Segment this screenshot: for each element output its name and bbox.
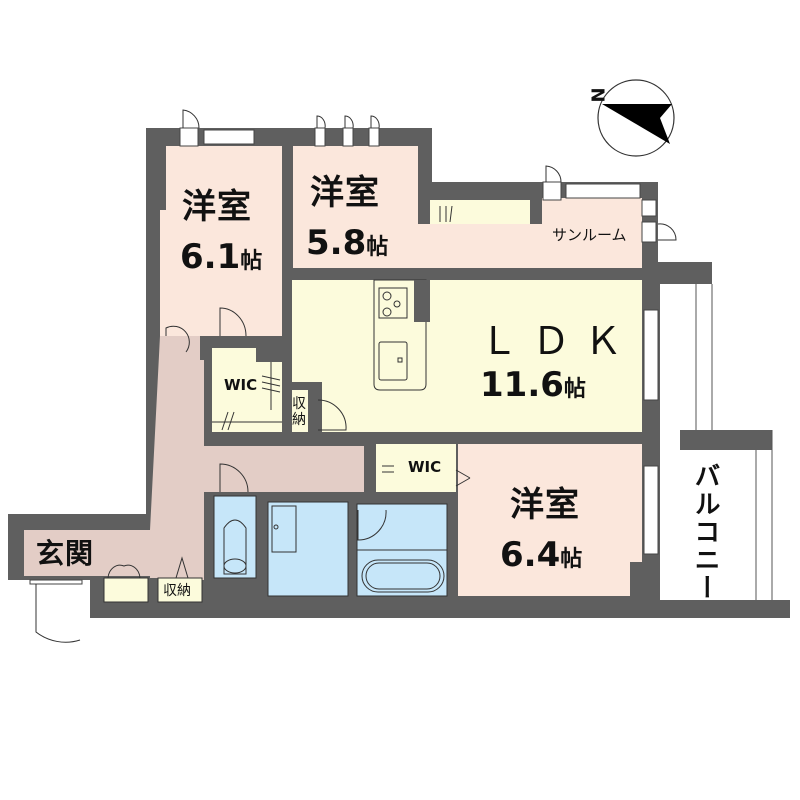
western-room-3-name: 洋室 [510,485,580,525]
storage-ldk-floor [292,390,308,432]
western-room-1-size: 6.1帖 [180,237,263,277]
storage-ldk-label: 収納 [292,396,306,428]
ldk-size: 11.6帖 [480,365,586,405]
western-room-3-size: 6.4帖 [500,535,583,575]
balcony-floor [660,284,712,430]
wic-1-label: WIC [224,376,258,394]
western-room-2-floor [293,146,418,198]
western-room-2-name: 洋室 [310,173,380,213]
door-swings [35,109,677,643]
kitchen-island [373,279,430,391]
compass-north-label: N [588,87,610,103]
storage-entrance-floor [157,577,203,603]
western-room-1-floor [160,146,282,336]
washroom-floor [267,501,349,597]
hanger-rod-marks [221,205,471,487]
compass-icon [597,79,675,157]
ldk-name: ＬＤＫ [480,319,637,363]
wic-1-floor [212,348,282,432]
storage-entrance-label: 収納 [163,583,191,599]
western-room-1-name: 洋室 [182,187,252,227]
sunroom-label: サンルーム [552,226,627,244]
toilet-floor [213,495,257,579]
western-room-3-floor [458,444,642,596]
western-room-2-size: 5.8帖 [306,223,389,263]
wic-2-label: WIC [408,458,442,476]
entrance-label: 玄関 [36,537,95,570]
wic-2-floor [376,444,456,492]
windows [29,127,659,585]
balcony-label: バルコニー [690,462,720,602]
